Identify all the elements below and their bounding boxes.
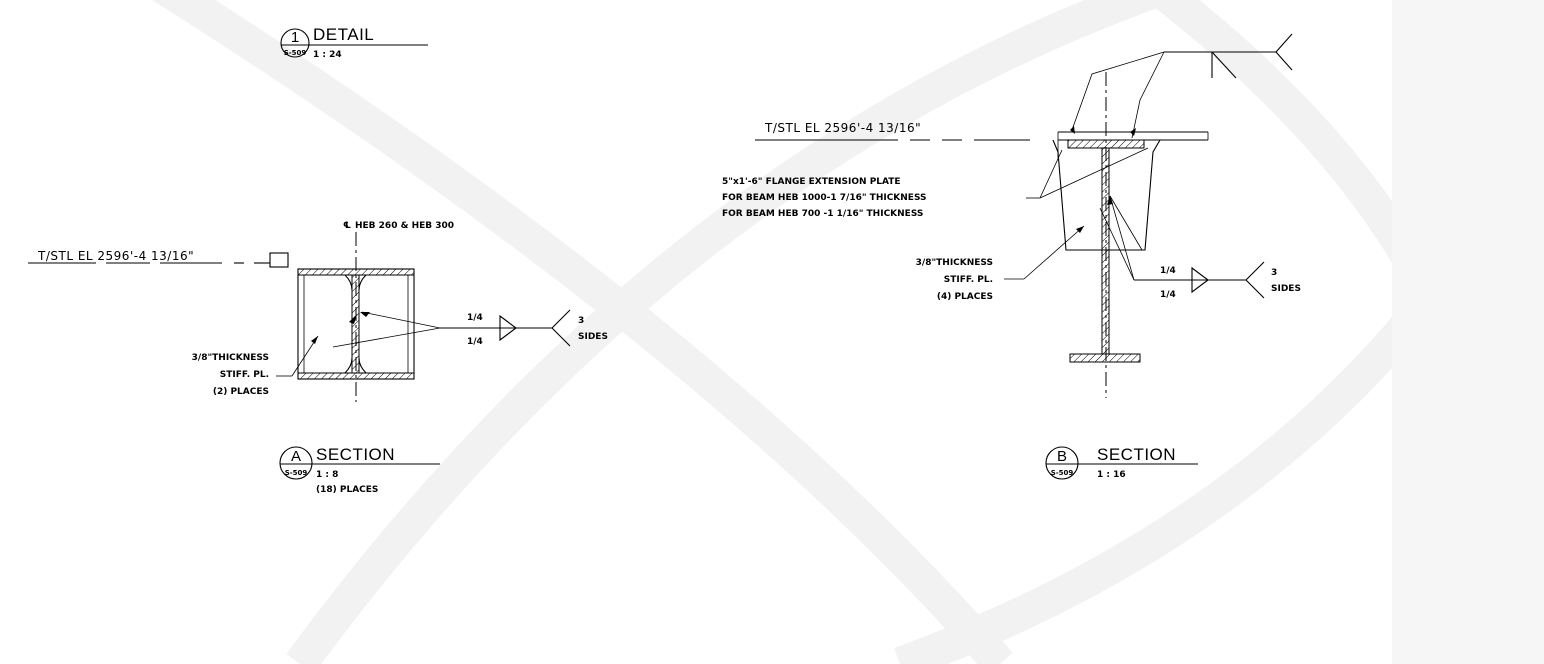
section-b-weld-tail-1: 3 xyxy=(1271,268,1277,278)
section-a-top-flange xyxy=(297,268,415,276)
section-a-weld-tail-2: SIDES xyxy=(578,332,608,342)
section-b-stiffener-note-2: STIFF. PL. xyxy=(944,275,993,285)
section-a-title-block: A S-509 SECTION 1 : 8 (18) PLACES xyxy=(279,445,440,495)
section-b-elevation: T/STL EL 2596'-4 13/16" xyxy=(764,121,921,135)
watermark-arcs xyxy=(151,0,1544,664)
detail-1-title-block: 1 S-509 DETAIL 1 : 24 xyxy=(280,25,428,60)
section-b-weld-size-top: 1/4 xyxy=(1160,266,1176,276)
section-b-plate-note-3: FOR BEAM HEB 700 -1 1/16" THICKNESS xyxy=(722,209,923,219)
section-b-bubble xyxy=(1045,446,1079,480)
section-b-weld-size-bottom: 1/4 xyxy=(1160,290,1176,300)
detail-1-title: DETAIL xyxy=(313,25,374,44)
section-b-plate-note-1: 5"x1'-6" FLANGE EXTENSION PLATE xyxy=(722,177,901,187)
section-b-weld-tail-2: SIDES xyxy=(1271,284,1301,294)
section-a-stiffener-note-1: 3/8"THICKNESS xyxy=(192,353,269,363)
section-a-bubble xyxy=(279,446,313,480)
section-a-beam-label: HEB 260 & HEB 300 xyxy=(355,221,454,231)
section-b-letter: B xyxy=(1057,448,1067,465)
detail-1-bubble xyxy=(280,28,310,58)
section-a-title: SECTION xyxy=(316,445,395,464)
section-a-web xyxy=(351,274,360,374)
section-a-weld-size-top: 1/4 xyxy=(467,313,483,323)
section-a-elevation: T/STL EL 2596'-4 13/16" xyxy=(37,249,194,263)
section-b-stiffener-note-3: (4) PLACES xyxy=(937,292,993,302)
right-margin-band xyxy=(1392,0,1544,664)
section-a-stiffener-note-3: (2) PLACES xyxy=(213,387,269,397)
section-b-sheet: S-509 xyxy=(1051,469,1074,477)
section-a-bottom-flange xyxy=(297,372,415,380)
section-a-weld-size-bottom: 1/4 xyxy=(467,337,483,347)
detail-1-scale: 1 : 24 xyxy=(313,50,342,60)
section-a-weld-tail-1: 3 xyxy=(578,316,584,326)
section-a-drawing: T/STL EL 2596'-4 13/16" ℄ HEB 260 & HEB … xyxy=(28,221,608,402)
section-a-letter: A xyxy=(291,448,301,465)
section-b-scale: 1 : 16 xyxy=(1097,470,1126,480)
section-a-scale: 1 : 8 xyxy=(316,470,338,480)
section-b-stiffener-note-1: 3/8"THICKNESS xyxy=(916,258,993,268)
section-a-places: (18) PLACES xyxy=(316,485,378,495)
section-b-top-flange xyxy=(1067,139,1145,149)
section-b-title-block: B S-509 SECTION 1 : 16 xyxy=(1045,445,1198,480)
section-b-title: SECTION xyxy=(1097,445,1176,464)
section-b-plate-note-2: FOR BEAM HEB 1000-1 7/16" THICKNESS xyxy=(722,193,927,203)
detail-1-sheet: S-509 xyxy=(284,49,307,57)
section-a-centerline-symbol: ℄ xyxy=(343,221,351,231)
detail-1-number: 1 xyxy=(291,29,299,46)
section-b-bottom-flange xyxy=(1069,353,1141,363)
section-b-web xyxy=(1101,147,1110,355)
section-b-drawing: T/STL EL 2596'-4 13/16" 5"x1'-6" FL xyxy=(722,33,1301,398)
section-a-stiffener-note-2: STIFF. PL. xyxy=(220,370,269,380)
section-a-sheet: S-509 xyxy=(285,469,308,477)
